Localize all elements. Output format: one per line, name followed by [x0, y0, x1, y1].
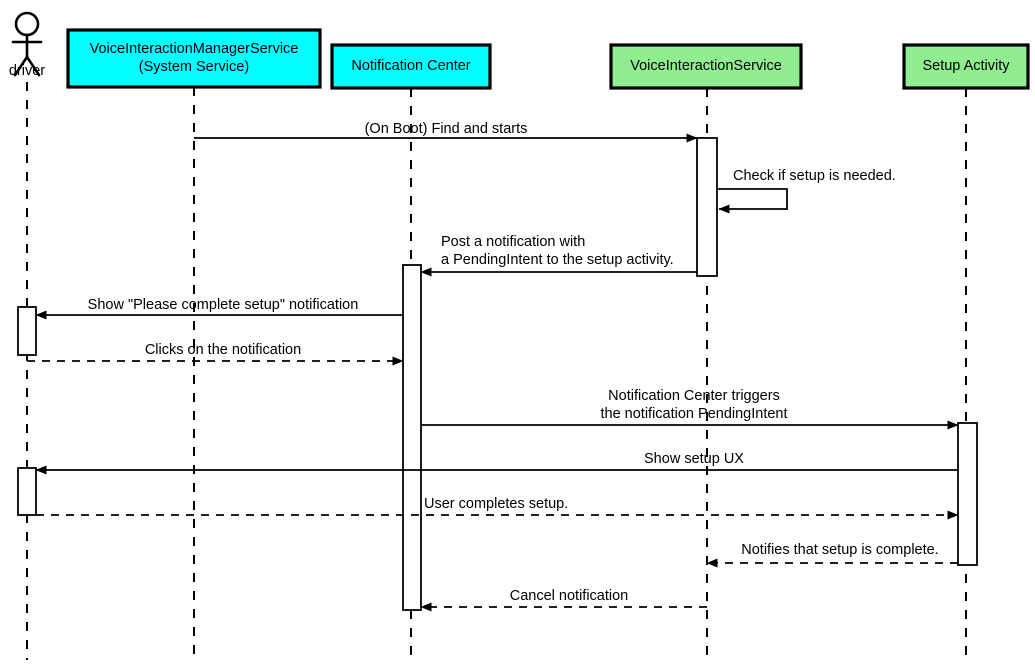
message-label-m2: Check if setup is needed.: [733, 168, 896, 184]
stick-figure-actor-icon: [11, 11, 43, 77]
activation-bar-driver: [17, 467, 37, 516]
participant-box-vims[interactable]: [66, 28, 322, 89]
message-label-m7: Show setup UX: [644, 451, 744, 467]
message-label-m4: Show "Please complete setup" notificatio…: [87, 297, 359, 313]
participant-box-notification_center[interactable]: [330, 43, 492, 90]
activation-bar-notification_center: [402, 264, 422, 611]
message-label-m3: Post a notification with a PendingIntent…: [441, 234, 674, 268]
activation-bar-vis: [696, 137, 718, 277]
message-label-m5: Clicks on the notification: [144, 342, 302, 358]
activation-bars-group: [17, 137, 978, 611]
message-label-m9: Notifies that setup is complete.: [741, 542, 939, 558]
participant-boxes-group: [66, 28, 1030, 90]
message-label-m6: Notification Center triggers the notific…: [600, 388, 788, 422]
self-message-m2[interactable]: [717, 188, 788, 214]
participant-box-vis[interactable]: [609, 43, 803, 90]
activation-bar-setup_activity: [957, 422, 978, 566]
message-label-m1: (On Boot) Find and starts: [364, 121, 528, 137]
message-arrows-group: [27, 133, 959, 612]
activation-bar-driver: [17, 306, 37, 356]
actor-label-driver: driver: [8, 63, 46, 79]
participant-box-setup_activity[interactable]: [902, 43, 1030, 90]
message-label-m8: User completes setup.: [424, 496, 569, 512]
message-label-m10: Cancel notification: [509, 588, 629, 604]
